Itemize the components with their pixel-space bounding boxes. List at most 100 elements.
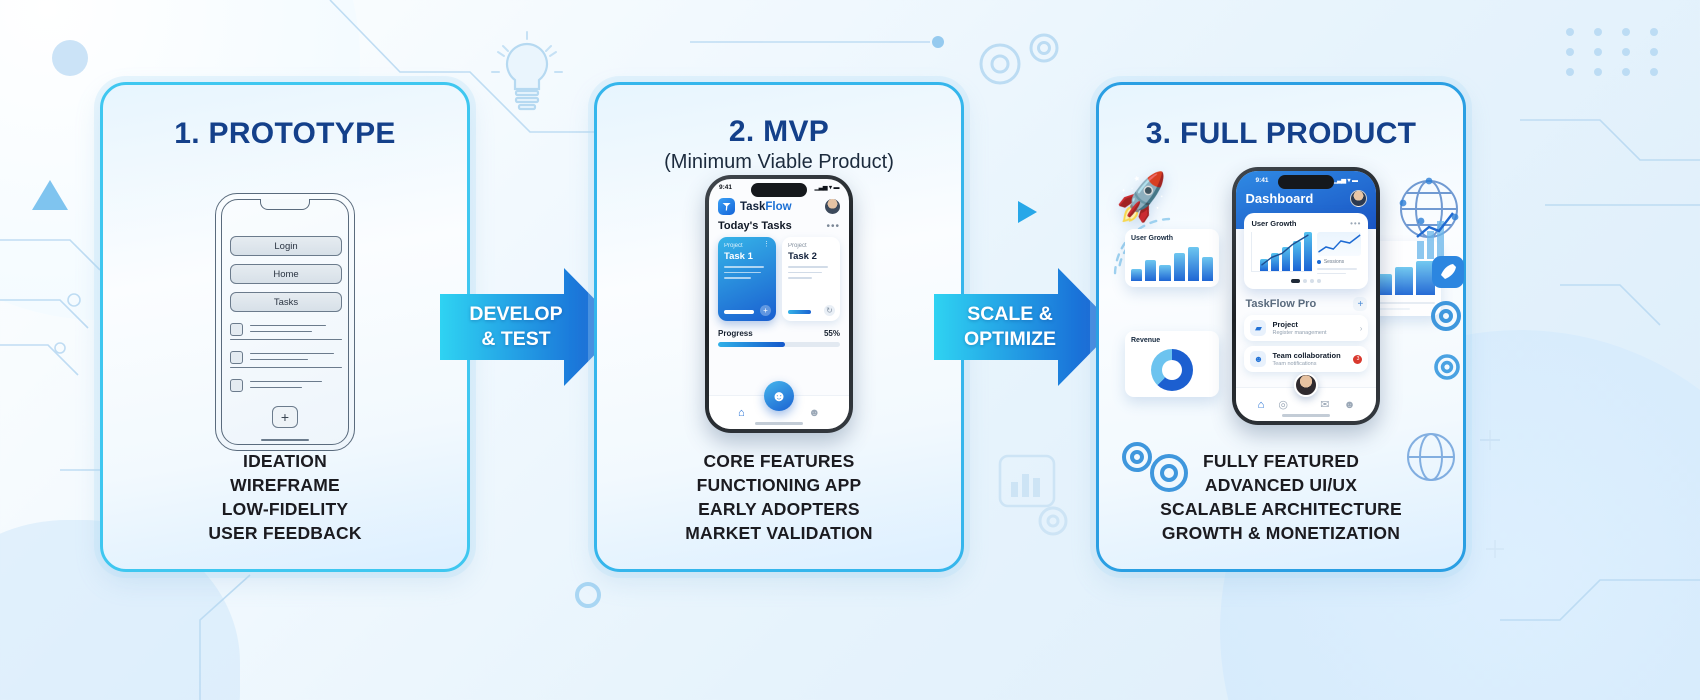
chart-icon: [1416, 212, 1454, 259]
profile-fab-icon[interactable]: ☻: [764, 381, 794, 411]
caption-line: MARKET VALIDATION: [685, 523, 873, 543]
add-button[interactable]: +: [1353, 297, 1368, 312]
wireframe-text-line: [250, 387, 302, 389]
card-progress-bar: [724, 310, 755, 314]
account-icon[interactable]: ☻: [808, 406, 821, 419]
status-bar: 9:41 ▁▃▅ ▾ ▬: [1245, 176, 1367, 184]
mvp-phone-screen: 9:41 ▁▃▅ ▾ ▬ TaskFlow Today's Tasks: [709, 179, 849, 429]
arrow-label-line: DEVELOP: [469, 303, 563, 325]
section-header: Today's Tasks •••: [709, 217, 849, 237]
wireframe-add-button[interactable]: +: [272, 406, 298, 428]
sessions-panel: Sessions: [1316, 232, 1362, 275]
more-menu-icon[interactable]: •••: [826, 220, 840, 232]
card-action-icon[interactable]: +: [760, 305, 771, 316]
avatar[interactable]: [825, 199, 840, 214]
card-text-line: [724, 277, 751, 280]
phase-panel-prototype: 1. PROTOTYPE Login Home Tasks: [100, 82, 470, 572]
wireframe-button-home[interactable]: Home: [230, 264, 342, 284]
phase-panel-mvp: 2. MVP (Minimum Viable Product) 9:41 ▁▃▅…: [594, 82, 964, 572]
app-brand-name: TaskFlow: [740, 201, 792, 213]
taskflow-logo-icon: [718, 198, 735, 215]
arrow-label-scale-optimize: SCALE & OPTIMIZE: [934, 266, 1116, 388]
card-text-line: [724, 271, 761, 274]
bar-chart: [1251, 232, 1312, 272]
wireframe-list-item[interactable]: [230, 350, 342, 370]
arrow-label-line: & TEST: [481, 328, 551, 350]
side-card-title: Revenue: [1131, 337, 1161, 344]
account-icon[interactable]: ☻: [1343, 398, 1356, 411]
wireframe-button-tasks[interactable]: Tasks: [230, 292, 342, 312]
wireframe-text-line: [250, 359, 308, 361]
side-card-user-growth: User Growth: [1125, 229, 1219, 287]
home-icon[interactable]: ⌂: [737, 406, 745, 419]
wireframe-text-line: [250, 353, 334, 355]
wireframe-checkbox[interactable]: [230, 351, 243, 364]
wifi-icon: ▾: [1347, 178, 1350, 184]
wireframe-button-login[interactable]: Login: [230, 236, 342, 256]
dynamic-island: [1278, 175, 1335, 189]
list-item-title: Project: [1272, 320, 1298, 330]
status-icons: ▁▃▅ ▾ ▬: [814, 184, 840, 192]
card-text-line: [724, 266, 764, 268]
wireframe-notch: [260, 199, 310, 210]
task-card[interactable]: ⋮ Project Task 1 +: [718, 237, 776, 321]
wireframe-text-line: [250, 325, 326, 327]
caption-line: CORE FEATURES: [703, 451, 855, 471]
status-bar: 9:41 ▁▃▅ ▾ ▬: [709, 179, 849, 191]
more-menu-icon[interactable]: •••: [1350, 219, 1362, 228]
globe-icon: [1407, 433, 1455, 481]
card-label: Project: [788, 243, 807, 249]
section-title: Today's Tasks: [718, 220, 792, 232]
home-indicator: [1282, 414, 1331, 417]
caption-line: FULLY FEATURED: [1202, 451, 1360, 471]
side-card-title: User Growth: [1131, 235, 1174, 242]
carousel-pager[interactable]: [1251, 279, 1361, 284]
progress-section: Progress 55%: [709, 321, 849, 347]
dynamic-island: [751, 183, 807, 197]
list-item-title: Team collaboration: [1272, 351, 1341, 361]
rocket-badge-icon: [1432, 256, 1464, 288]
caption-line: SCALABLE ARCHITECTURE: [1160, 499, 1402, 519]
chart-title: User Growth: [1251, 219, 1297, 228]
list-item-team-collaboration[interactable]: ☻ Team collaboration Team notifications …: [1244, 346, 1369, 373]
wireframe-list-item[interactable]: [230, 322, 342, 342]
avatar[interactable]: [1350, 190, 1368, 207]
arrow-develop-test: DEVELOP & TEST: [440, 266, 622, 388]
avatar[interactable]: [1294, 373, 1319, 397]
list-item-subtitle: Team notifications: [1272, 361, 1317, 368]
wireframe-list-item[interactable]: [230, 378, 342, 398]
sparkline-chart: [1316, 232, 1362, 256]
legend-label: Sessions: [1323, 259, 1345, 265]
task-card-list: ⋮ Project Task 1 + Project Task 2: [709, 237, 849, 321]
caption-line: IDEATION: [243, 451, 327, 471]
home-icon[interactable]: ⌂: [1257, 398, 1265, 411]
messages-icon[interactable]: ✉: [1320, 399, 1330, 411]
explore-icon[interactable]: ◎: [1278, 399, 1289, 411]
progress-track: [718, 342, 840, 347]
wireframe-checkbox[interactable]: [230, 323, 243, 336]
bar-chart: [1131, 247, 1214, 281]
user-growth-card[interactable]: User Growth •••: [1244, 213, 1369, 290]
full-product-screen: 9:41 ▁▃▅ ▾ ▬ Dashboard: [1236, 171, 1377, 421]
folder-icon: ▰: [1250, 320, 1267, 337]
card-menu-icon[interactable]: ⋮: [763, 241, 770, 248]
battery-icon: ▬: [1351, 177, 1358, 184]
placeholder-line: [1351, 302, 1435, 304]
status-badge: 3: [1353, 354, 1363, 364]
signal-icon: ▁▃▅: [814, 185, 828, 191]
status-time: 9:41: [719, 184, 733, 191]
gears-icon: [1122, 442, 1188, 492]
list-item-project[interactable]: ▰ Project Register management ›: [1244, 315, 1369, 342]
task-card[interactable]: Project Task 2 ↻: [782, 237, 840, 321]
card-action-icon[interactable]: ↻: [824, 305, 835, 316]
mvp-app-art: 9:41 ▁▃▅ ▾ ▬ TaskFlow Today's Tasks: [597, 175, 961, 479]
card-title: Task 1: [724, 251, 753, 262]
wireframe-checkbox[interactable]: [230, 379, 243, 392]
dashboard-title: Dashboard: [1245, 191, 1314, 206]
card-progress-bar: [788, 310, 812, 314]
team-icon: ☻: [1250, 351, 1267, 368]
home-indicator: [755, 422, 803, 425]
mvp-phone: 9:41 ▁▃▅ ▾ ▬ TaskFlow Today's Tasks: [705, 175, 853, 433]
chevron-right-icon[interactable]: ›: [1359, 323, 1363, 333]
phase-caption-mvp: CORE FEATURES FUNCTIONING APP EARLY ADOP…: [597, 449, 961, 545]
